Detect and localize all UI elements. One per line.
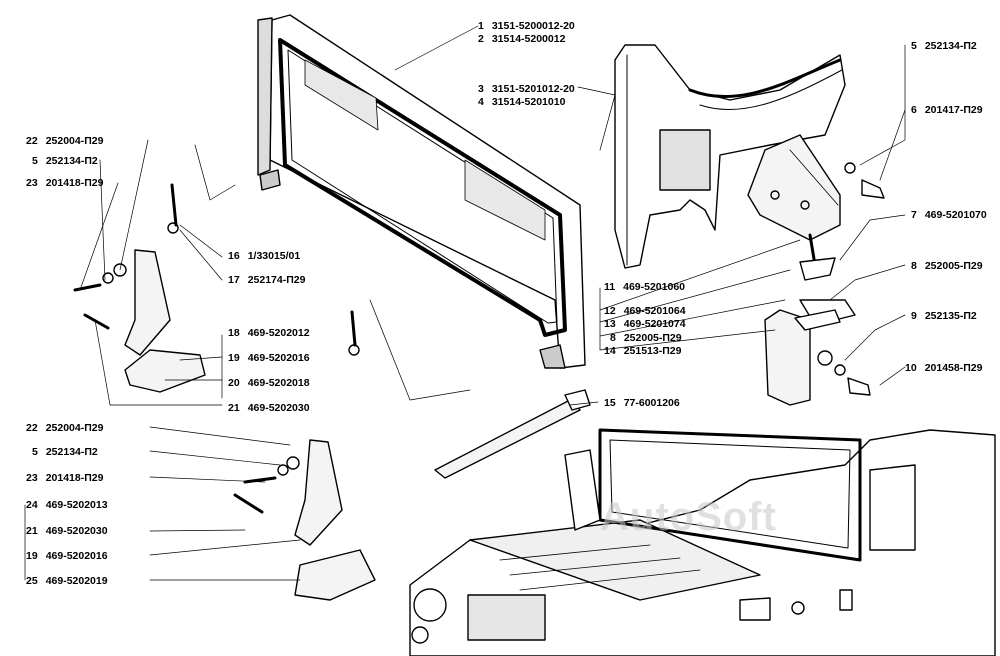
- leader-lines: [24, 25, 906, 581]
- vehicle-front-view: [409, 428, 996, 656]
- left-hinge-upper-assembly: [73, 183, 206, 393]
- windshield-frame: [257, 14, 586, 369]
- windshield-side-panel: [614, 44, 846, 269]
- center-bolts: [348, 310, 360, 356]
- watermark: AutoSoft: [600, 495, 777, 539]
- upper-hinge-bracket: [747, 134, 885, 281]
- left-hinge-lower-assembly: [233, 439, 376, 601]
- lower-hinge-bracket: [764, 299, 871, 406]
